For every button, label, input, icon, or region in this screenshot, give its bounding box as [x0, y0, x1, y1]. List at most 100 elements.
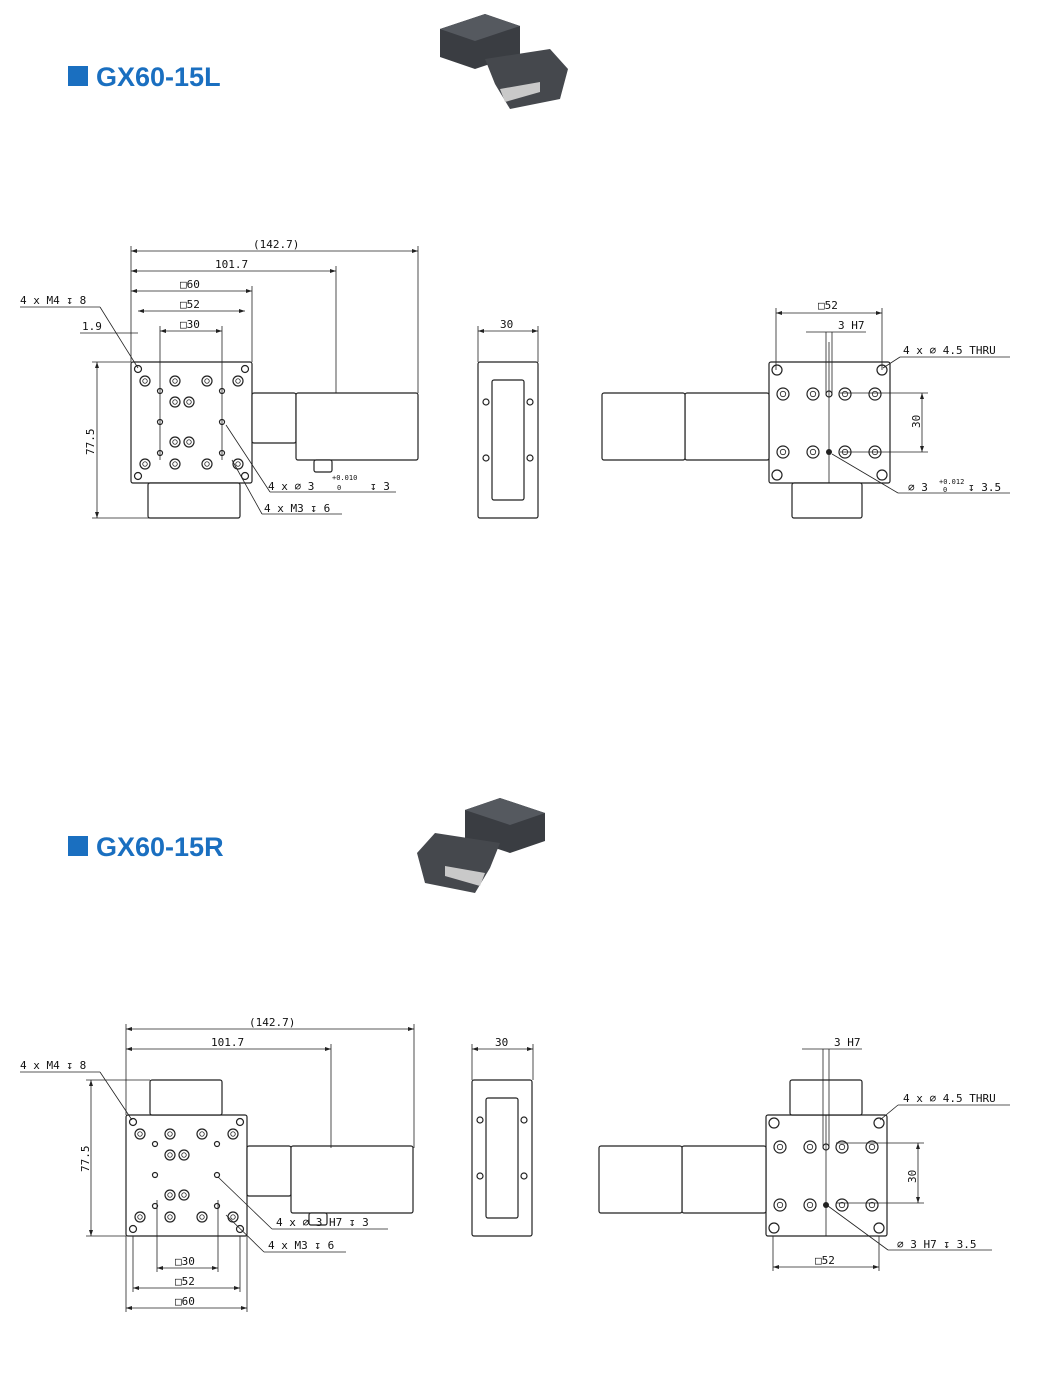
counterbore-hole [167, 1192, 173, 1198]
thru-hole [873, 1222, 885, 1234]
counterbore-hole [868, 1143, 876, 1151]
counterbore-hole [172, 399, 178, 405]
callout-pin: 4 x ∅ 3 [268, 480, 314, 493]
product-photo [440, 14, 520, 41]
callout-bottom-pin-tol-upper: +0.012 [939, 478, 964, 486]
m4-hole [240, 364, 250, 374]
counterbore-hole [773, 1140, 787, 1154]
dim-square-52: □52 [175, 1275, 195, 1288]
callout-m3: 4 x M3 ↧ 6 [268, 1239, 334, 1252]
side-hole [520, 1116, 528, 1124]
counterbore-hole [204, 378, 210, 384]
leader-line [99, 1071, 133, 1121]
motor-connector [308, 1212, 328, 1226]
dim-square-30: □30 [180, 318, 200, 331]
drawing-geometry [20, 14, 1010, 1312]
side-hole [482, 454, 490, 462]
counterbore-hole [169, 436, 181, 448]
counterbore-hole [142, 378, 148, 384]
thru-hole [768, 1117, 780, 1129]
dim-motor-length: 101.7 [211, 1036, 244, 1049]
counterbore-hole [204, 461, 210, 467]
counterbore-hole [235, 378, 241, 384]
m3-hole [151, 1140, 159, 1148]
callout-pin-tol-upper: +0.010 [332, 474, 357, 482]
counterbore-hole [835, 1198, 849, 1212]
counterbore-hole [137, 1131, 143, 1137]
callout-bottom-pin-depth: ↧ 3.5 [968, 481, 1001, 494]
m4-hole [240, 471, 250, 481]
leader-line [827, 1205, 889, 1251]
counterbore-hole [806, 445, 820, 459]
callout-thru: 4 x ∅ 4.5 THRU [903, 344, 996, 357]
counterbore-hole [201, 375, 213, 387]
callout-pin: 4 x ∅ 3 H7 ↧ 3 [276, 1216, 369, 1229]
counterbore-hole [186, 439, 192, 445]
side-hole [482, 398, 490, 406]
counterbore-hole [868, 1201, 876, 1209]
dim-square-60: □60 [175, 1295, 195, 1308]
counterbore-hole [201, 458, 213, 470]
coupling-housing [684, 392, 770, 461]
dim-overall-length: (142.7) [253, 238, 299, 251]
counterbore-hole [838, 1201, 846, 1209]
product-photo [417, 833, 500, 893]
leader-line [831, 453, 899, 494]
counterbore-hole [806, 387, 820, 401]
counterbore-hole [779, 448, 787, 456]
m4-hole [128, 1224, 138, 1234]
title-bullet-square [68, 66, 88, 86]
side-slide [485, 1097, 519, 1219]
motor-connector [313, 459, 333, 473]
counterbore-hole [773, 1198, 787, 1212]
counterbore-hole [806, 1143, 814, 1151]
counterbore-hole [186, 399, 192, 405]
counterbore-hole [776, 1143, 784, 1151]
counterbore-hole [199, 1131, 205, 1137]
leader-line [882, 356, 901, 369]
counterbore-hole [172, 439, 178, 445]
callout-bottom-pin: ∅ 3 [908, 481, 928, 494]
side-hole [526, 454, 534, 462]
m4-hole [128, 1117, 138, 1127]
side-slide [491, 379, 525, 501]
counterbore-hole [779, 390, 787, 398]
counterbore-hole [776, 445, 790, 459]
cable-connector [147, 482, 241, 519]
motor-body [295, 392, 419, 461]
dim-pin-h7: 3 H7 [838, 319, 865, 332]
counterbore-hole [167, 1131, 173, 1137]
counterbore-hole [838, 387, 852, 401]
model-title-r: GX60-15R [96, 832, 224, 862]
dim-side-width: 30 [495, 1036, 508, 1049]
counterbore-hole [169, 375, 181, 387]
counterbore-hole [172, 378, 178, 384]
counterbore-hole [227, 1128, 239, 1140]
dim-motor-length: 101.7 [215, 258, 248, 271]
m3-hole [213, 1140, 221, 1148]
leader-line [99, 306, 139, 369]
coupling-housing [246, 1145, 292, 1197]
product-photo [445, 866, 485, 886]
counterbore-hole [868, 387, 882, 401]
dim-square-52: □52 [180, 298, 200, 311]
counterbore-hole [178, 1149, 190, 1161]
counterbore-hole [134, 1211, 146, 1223]
callout-m3: 4 x M3 ↧ 6 [264, 502, 330, 515]
counterbore-hole [167, 1214, 173, 1220]
counterbore-hole [803, 1140, 817, 1154]
counterbore-hole [142, 461, 148, 467]
m3-hole [213, 1202, 221, 1210]
callout-pin-tol-lower: 0 [337, 484, 341, 492]
leader-line [225, 1214, 265, 1253]
m4-hole [235, 1117, 245, 1127]
motor-body [290, 1145, 414, 1214]
callout-pin-depth: ↧ 3 [370, 480, 390, 493]
leader-line [217, 1176, 273, 1230]
m3-hole [151, 1171, 159, 1179]
counterbore-hole [230, 1214, 236, 1220]
counterbore-hole [181, 1192, 187, 1198]
leader-line [231, 459, 263, 515]
cable-connector [789, 1079, 863, 1116]
thru-hole [768, 1222, 780, 1234]
